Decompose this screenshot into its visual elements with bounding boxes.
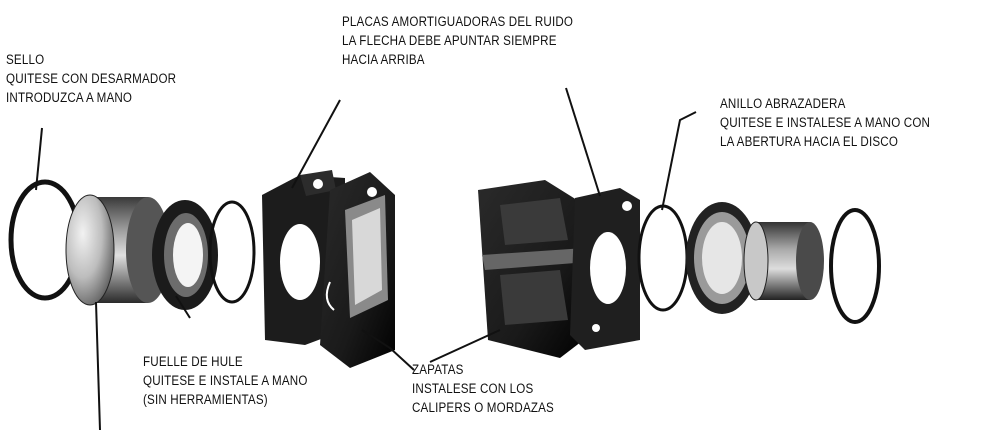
retaining-ring-right-part	[637, 204, 689, 312]
brake-pad-left-part	[320, 172, 395, 368]
boot-instruction-2: (SIN HERRAMIENTAS)	[143, 392, 268, 407]
plates-label: PLACAS AMORTIGUADORAS DEL RUIDO LA FLECH…	[342, 12, 573, 69]
plates-instruction-2: HACIA ARRIBA	[342, 52, 425, 67]
boot-instruction-1: QUITESE E INSTALE A MANO	[143, 373, 308, 388]
shoes-label: ZAPATAS INSTALESE CON LOS CALIPERS O MOR…	[412, 360, 554, 417]
right-piston-assembly-part	[686, 202, 824, 314]
seal-title: SELLO	[6, 52, 45, 67]
seal-instruction-2: INTRODUZCA A MANO	[6, 90, 133, 105]
seal-instruction-1: QUITESE CON DESARMADOR	[6, 71, 177, 86]
ring-instruction-2: LA ABERTURA HACIA EL DISCO	[720, 134, 899, 149]
leader-shoes	[361, 329, 415, 371]
leader-plates-right	[565, 87, 601, 197]
noise-plate-right-part	[570, 188, 640, 350]
leader-seal	[35, 127, 43, 191]
ring-label: ANILLO ABRAZADERA QUITESE E INSTALESE A …	[720, 94, 930, 151]
shoes-instruction-1: INSTALESE CON LOS	[412, 381, 534, 396]
rubber-boot-part	[152, 200, 218, 310]
leader-boot	[175, 295, 191, 319]
brake-pad-right-part	[478, 180, 590, 358]
leader-lines	[35, 87, 697, 431]
plates-title: PLACAS AMORTIGUADORAS DEL RUIDO	[342, 14, 574, 29]
ring-title: ANILLO ABRAZADERA	[720, 96, 846, 111]
seal-label: SELLO QUITESE CON DESARMADOR INTRODUZCA …	[6, 50, 176, 107]
retaining-ring-left-part	[208, 200, 256, 304]
plates-instruction-1: LA FLECHA DEBE APUNTAR SIEMPRE	[342, 33, 557, 48]
seal-ring-right-part	[829, 208, 881, 324]
boot-label: FUELLE DE HULE QUITESE E INSTALE A MANO …	[143, 352, 308, 409]
shoes-title: ZAPATAS	[412, 362, 464, 377]
leader-plates	[291, 99, 341, 189]
ring-instruction-1: QUITESE E INSTALESE A MANO CON	[720, 115, 931, 130]
leader-ring	[661, 111, 697, 211]
shoes-instruction-2: CALIPERS O MORDAZAS	[412, 400, 554, 415]
leader-piston	[95, 301, 101, 431]
leader-shoes-right	[429, 329, 501, 363]
boot-title: FUELLE DE HULE	[143, 354, 243, 369]
